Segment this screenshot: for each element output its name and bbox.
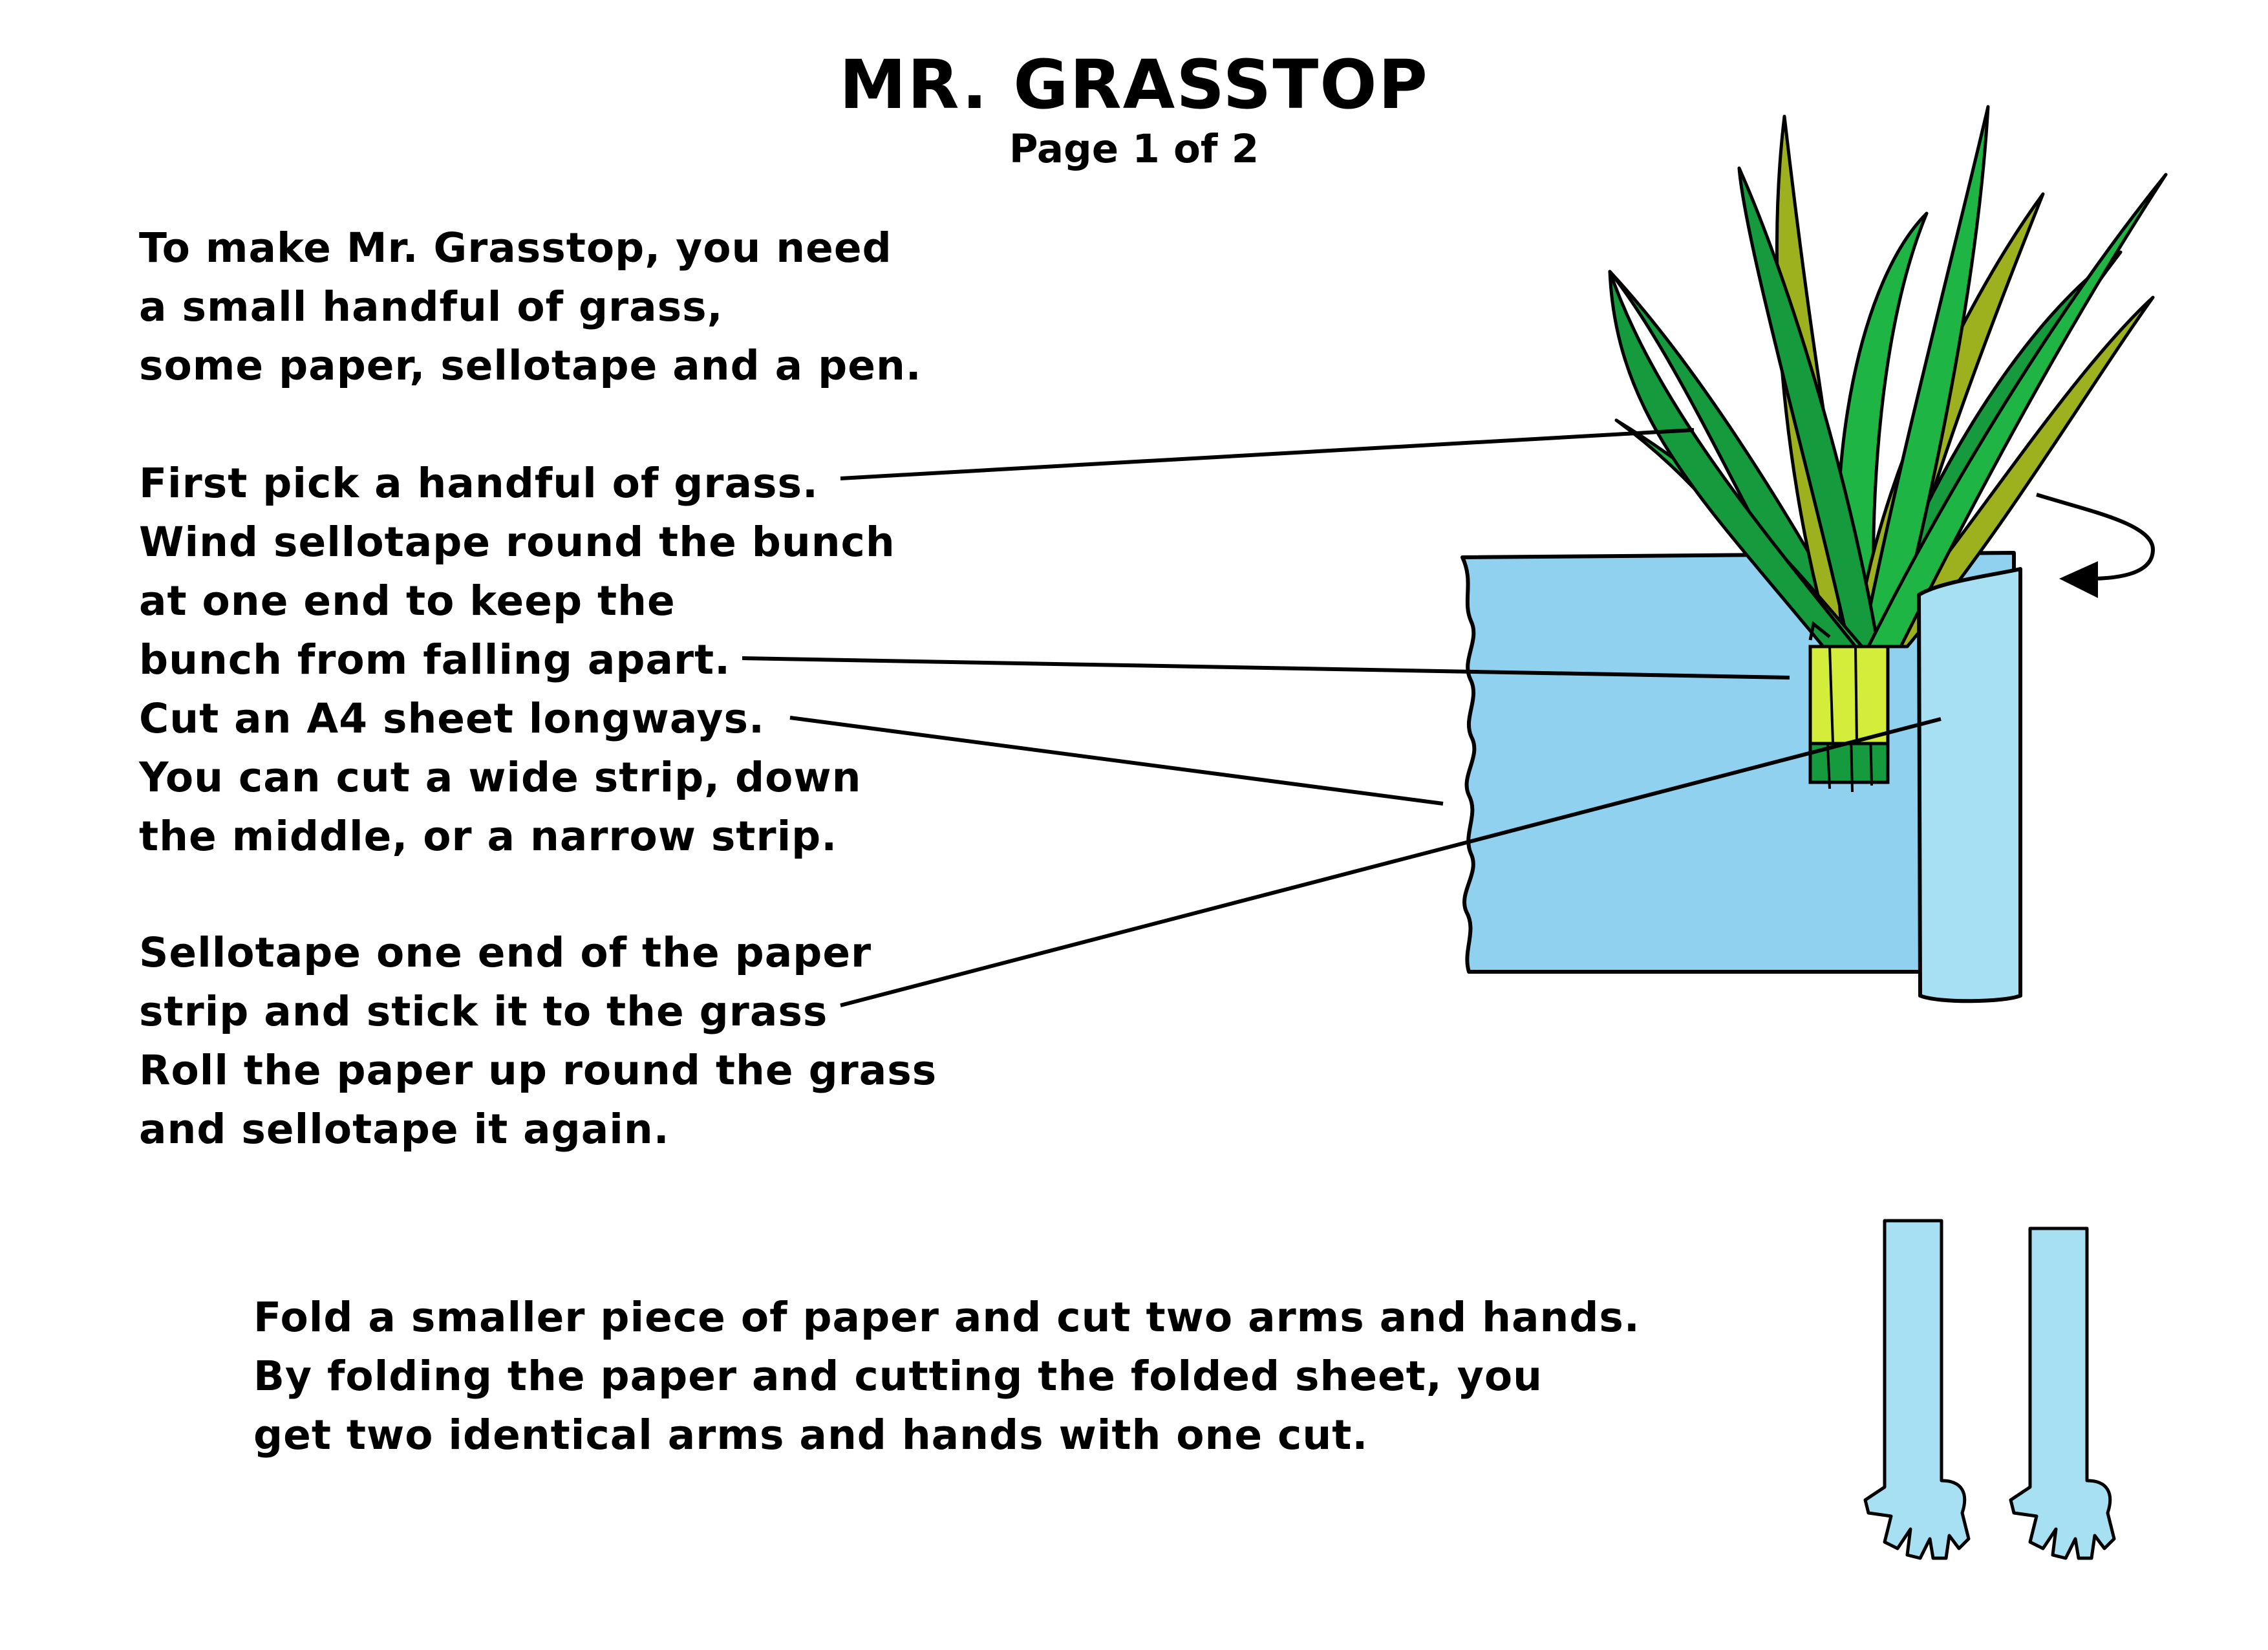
materials-line: To make Mr. Grasstop, you need bbox=[139, 224, 892, 272]
rotation-arrow-icon bbox=[2036, 493, 2156, 598]
rolling-line: Sellotape one end of the paper bbox=[139, 929, 872, 976]
arms-line: By folding the paper and cutting the fol… bbox=[253, 1353, 1543, 1400]
step-line: bunch from falling apart. bbox=[139, 636, 731, 683]
step-line: Wind sellotape round the bunch bbox=[139, 519, 895, 566]
arm-left-illustration bbox=[1863, 1219, 1971, 1560]
rolling-line: strip and stick it to the grass bbox=[139, 988, 828, 1035]
rolling-line: Roll the paper up round the grass bbox=[139, 1047, 937, 1094]
rolling-paragraph: Sellotape one end of the paper strip and… bbox=[139, 923, 937, 1159]
materials-paragraph: To make Mr. Grasstop, you need a small h… bbox=[139, 219, 922, 395]
arms-line: get two identical arms and hands with on… bbox=[253, 1411, 1369, 1459]
grass-bunch-illustration bbox=[1608, 105, 2168, 648]
taped-bunch-illustration bbox=[1808, 621, 1890, 793]
arms-line: Fold a smaller piece of paper and cut tw… bbox=[253, 1294, 1640, 1341]
leader-lines bbox=[742, 428, 1942, 1007]
arm-right-illustration bbox=[2009, 1227, 2116, 1560]
materials-line: some paper, sellotape and a pen. bbox=[139, 342, 922, 389]
step-line: the middle, or a narrow strip. bbox=[139, 813, 838, 860]
steps-paragraph: First pick a handful of grass. Wind sell… bbox=[139, 454, 895, 866]
page-subtitle: Page 1 of 2 bbox=[1009, 126, 1259, 172]
step-line: Cut an A4 sheet longways. bbox=[139, 695, 765, 742]
rolling-line: and sellotape it again. bbox=[139, 1106, 670, 1153]
materials-line: a small handful of grass, bbox=[139, 283, 723, 330]
rolled-paper-tube-illustration bbox=[1917, 567, 2022, 1003]
step-line: at one end to keep the bbox=[139, 577, 676, 625]
step-line: First pick a handful of grass. bbox=[139, 460, 818, 507]
page-title: MR. GRASSTOP bbox=[839, 45, 1429, 124]
arms-paragraph: Fold a smaller piece of paper and cut tw… bbox=[253, 1288, 1640, 1464]
step-line: You can cut a wide strip, down bbox=[139, 754, 862, 801]
